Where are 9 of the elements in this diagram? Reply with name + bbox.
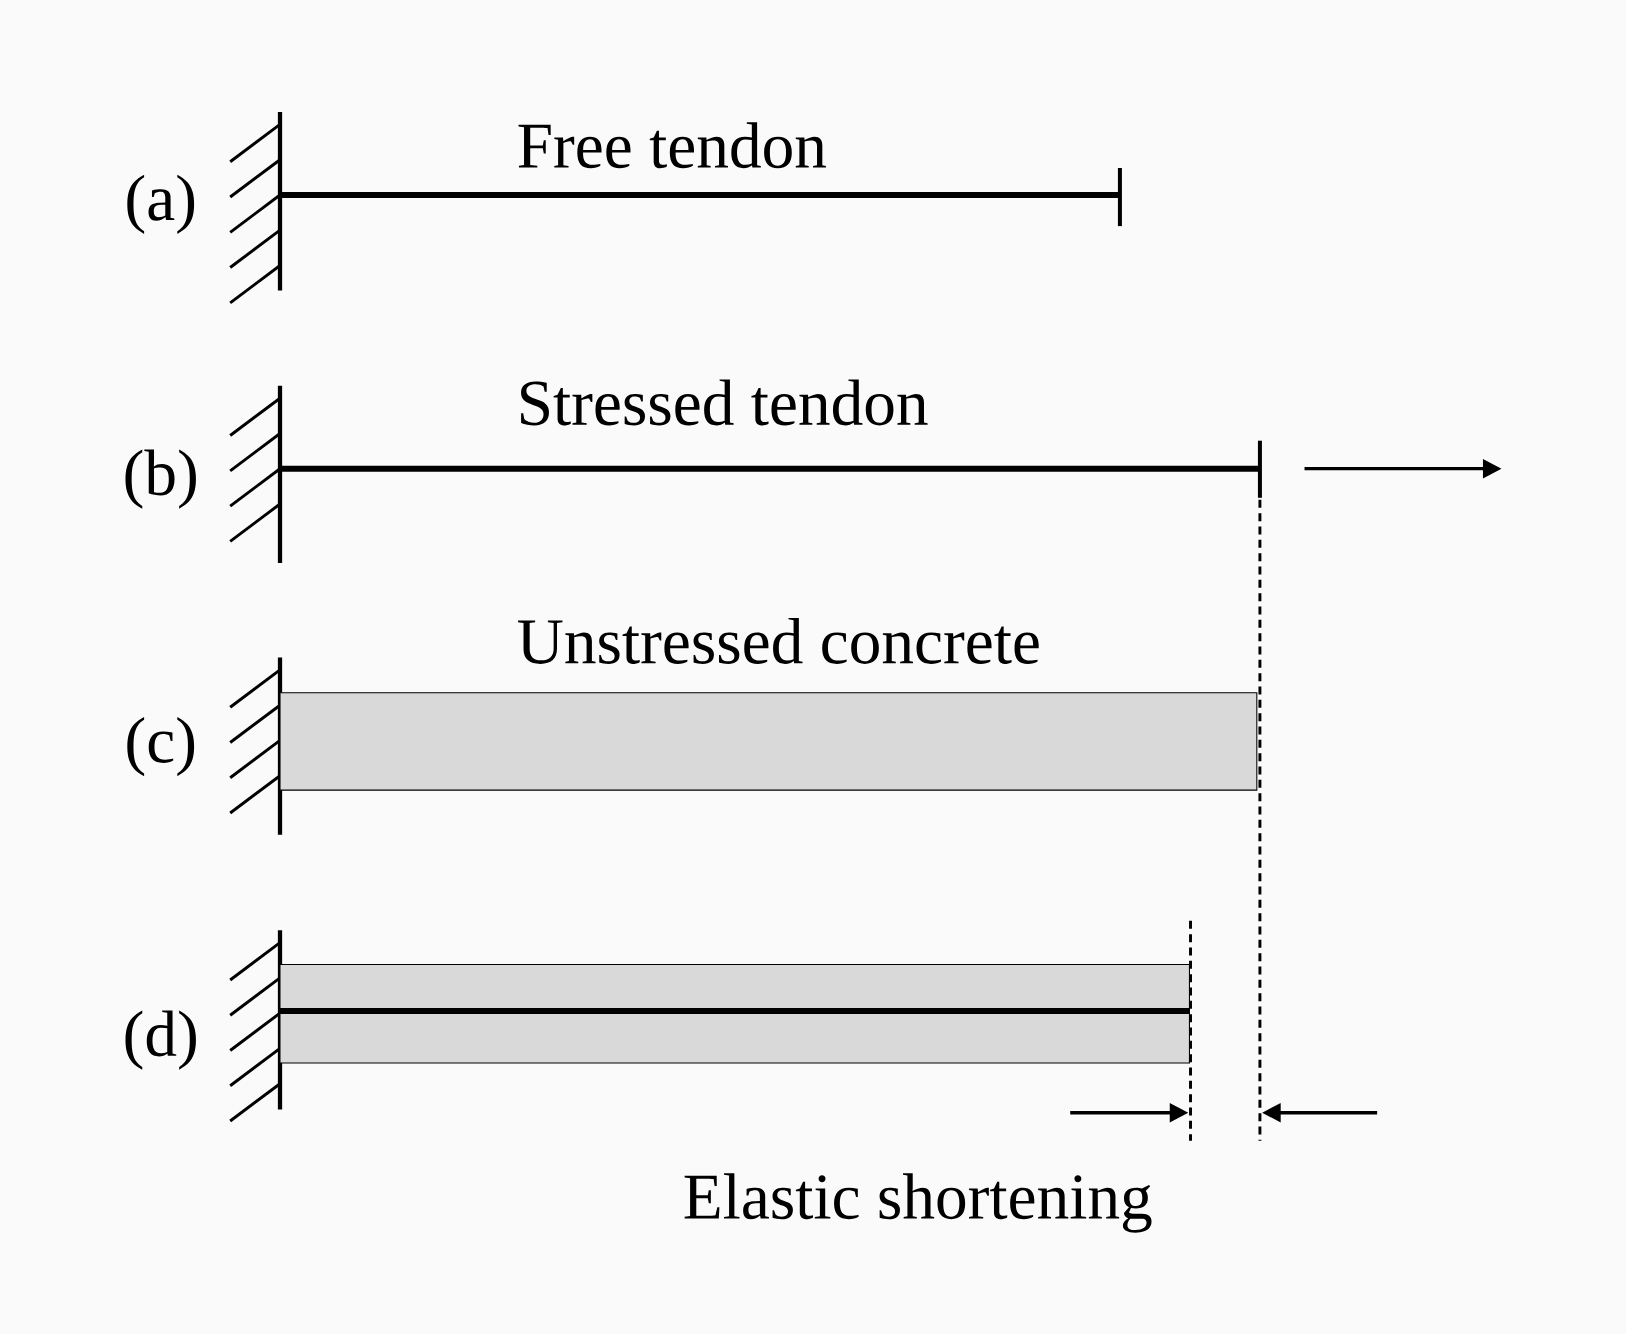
panel-label: (d) [125, 1010, 196, 1070]
caption: Stressed tendon [521, 379, 928, 426]
caption: Elastic shortening [684, 1173, 1152, 1233]
concrete-block [279, 692, 1258, 791]
panel-label: (a) [127, 174, 195, 234]
panel-label: (c) [127, 717, 195, 777]
panel-label: (b) [125, 449, 196, 509]
caption: Free tendon [518, 122, 826, 169]
concrete-block [279, 963, 1190, 1064]
